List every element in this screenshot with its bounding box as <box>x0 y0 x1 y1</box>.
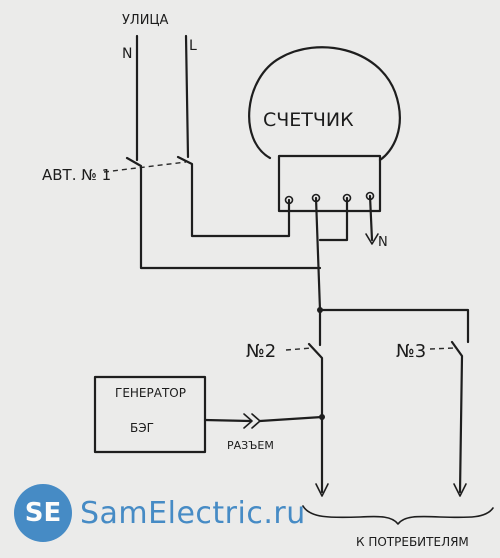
main-bus <box>314 196 322 347</box>
meter-neutral-return <box>318 196 349 242</box>
meter-neutral-arrow <box>365 233 379 245</box>
breaker3-switch <box>450 340 464 494</box>
meter-neutral-out-label: N <box>378 235 388 250</box>
breaker1-link <box>103 161 187 173</box>
connector-label: РАЗЪЕМ <box>227 439 274 452</box>
meter-neutral-out <box>368 194 374 242</box>
load-arrow-left <box>315 483 329 497</box>
generator-feed <box>203 418 252 423</box>
generator-to-bus <box>258 415 324 423</box>
load-arrow-right <box>453 483 467 497</box>
watermark-logo: SE <box>14 484 72 542</box>
watermark: SE SamElectric.ru <box>14 484 306 542</box>
breaker1-switch-n <box>125 156 322 270</box>
breaker3-link <box>429 347 455 350</box>
breaker3-label: №3 <box>396 341 426 362</box>
consumers-brace <box>302 505 494 525</box>
street-label: УЛИЦА <box>122 13 169 28</box>
breaker2-switch <box>307 342 324 494</box>
watermark-text: SamElectric.ru <box>80 495 306 531</box>
meter-body <box>248 46 401 162</box>
breaker2-label: №2 <box>246 341 276 362</box>
neutral-label: N <box>122 46 132 62</box>
breaker1-label: АВТ. № 1 <box>42 166 111 184</box>
breaker1-switch-l <box>176 155 291 238</box>
incoming-line-wire <box>184 34 190 159</box>
meter-terminal-block <box>277 154 382 213</box>
consumers-label: К ПОТРЕБИТЕЛЯМ <box>356 535 469 549</box>
meter: СЧЕТЧИК <box>248 46 401 213</box>
meter-label: СЧЕТЧИК <box>263 109 354 131</box>
generator-label-1: ГЕНЕРАТОР <box>115 386 186 400</box>
bus-to-breaker3 <box>318 308 470 344</box>
breaker2-link <box>285 347 313 351</box>
generator-box <box>93 375 207 454</box>
line-label: L <box>189 38 197 54</box>
generator-label-2: БЭГ <box>130 421 154 435</box>
